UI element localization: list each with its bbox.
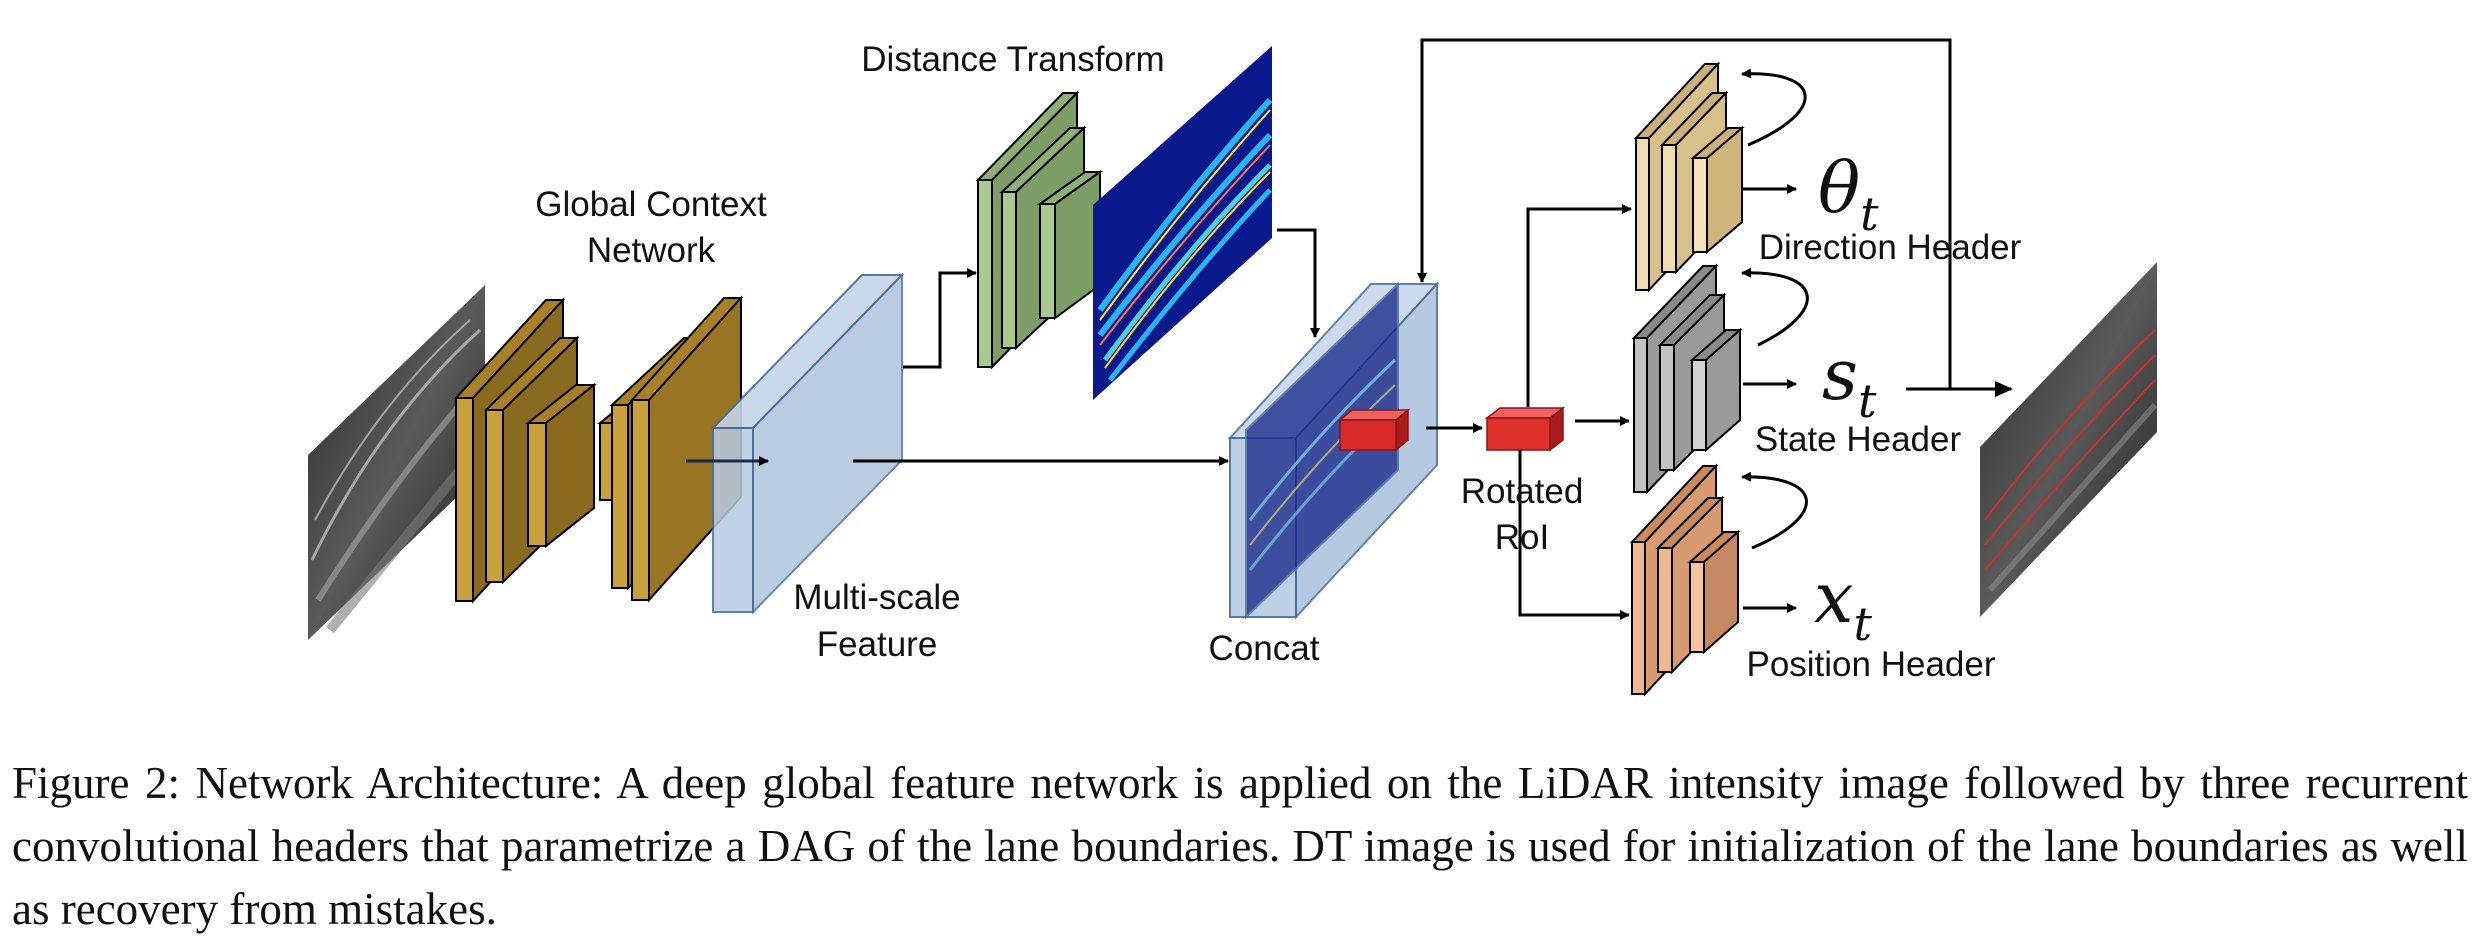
distance-transform-label: Distance Transform — [861, 40, 1164, 79]
direction-header-blocks — [1633, 61, 1745, 293]
distance-transform-image — [1093, 46, 1273, 400]
network-architecture-diagram: Distance Transform Global Context Networ… — [308, 38, 2158, 697]
distance-transform-blocks — [975, 90, 1104, 370]
state-header-label: State Header — [1755, 420, 1962, 459]
state-header-blocks — [1631, 263, 1743, 495]
figure-caption: Figure 2: Network Architecture: A deep g… — [12, 752, 2468, 941]
rotated-roi-block — [1484, 406, 1566, 452]
state-base: s — [1822, 334, 1858, 416]
concat-block — [1227, 281, 1440, 620]
figure-caption-text: Network Architecture: A deep global feat… — [12, 758, 2469, 934]
position-base: x — [1814, 557, 1853, 639]
direction-header-label: Direction Header — [1759, 228, 2022, 267]
output-lane-image — [1980, 262, 2158, 617]
concat-label: Concat — [1209, 629, 1320, 668]
rotated-roi-label-line2: RoI — [1495, 518, 1549, 557]
global-context-network-blocks — [453, 295, 744, 604]
figure-caption-label: Figure 2: — [12, 758, 180, 808]
position-subscript: t — [1853, 597, 1872, 651]
state-symbol: st — [1822, 334, 1877, 428]
position-header-blocks — [1629, 463, 1741, 697]
position-symbol: xt — [1814, 557, 1872, 651]
theta-subscript: t — [1860, 187, 1879, 241]
connectors — [853, 38, 2013, 620]
global-context-label-line2: Network — [587, 231, 716, 270]
theta-symbol: θt — [1818, 147, 1879, 241]
roi-crop-box — [1337, 408, 1411, 452]
global-context-label-line1: Global Context — [535, 185, 767, 224]
theta-base: θ — [1818, 147, 1860, 229]
rotated-roi-label-line1: Rotated — [1461, 472, 1584, 511]
multiscale-feature-block — [710, 272, 905, 615]
state-subscript: t — [1858, 374, 1877, 428]
multiscale-label-line2: Feature — [817, 625, 938, 664]
multiscale-label-line1: Multi-scale — [793, 578, 960, 617]
position-header-label: Position Header — [1746, 645, 1995, 684]
